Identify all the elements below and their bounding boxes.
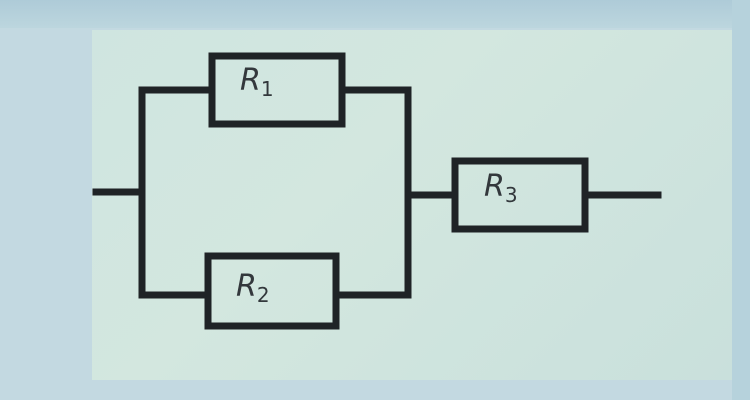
background-strip	[0, 0, 750, 28]
r3-symbol: R	[484, 169, 505, 204]
resistor-r3	[451, 157, 589, 233]
r2-symbol: R	[236, 269, 257, 304]
resistor-r1-label: R1	[240, 63, 274, 101]
resistor-r2	[204, 252, 340, 330]
resistor-r1	[208, 52, 346, 128]
resistor-r2-label: R2	[236, 269, 270, 307]
r3-index: 3	[504, 183, 518, 207]
background-edge	[732, 0, 750, 400]
resistor-r3-label: R3	[484, 169, 518, 207]
r2-index: 2	[256, 283, 270, 307]
r1-symbol: R	[240, 63, 261, 98]
r1-index: 1	[260, 77, 274, 101]
